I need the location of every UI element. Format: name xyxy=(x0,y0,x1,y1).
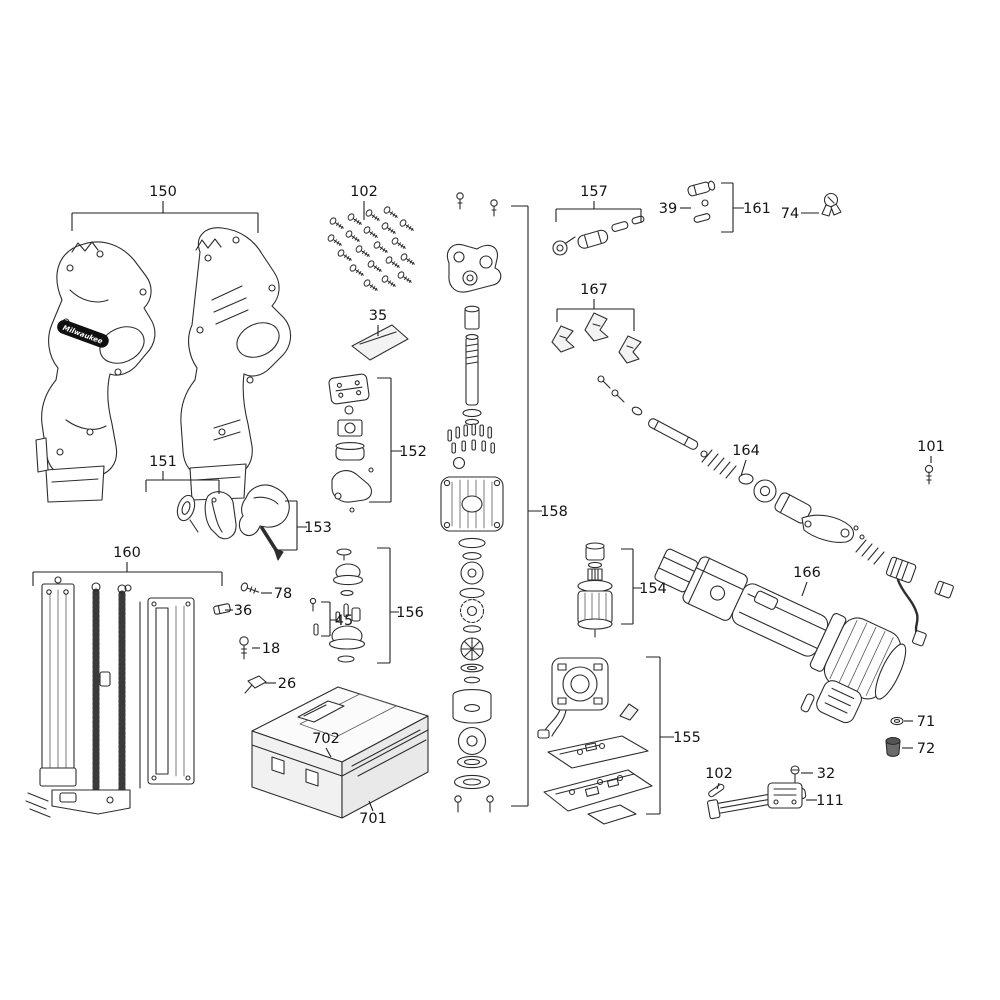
part-label-102-top: 102 xyxy=(350,184,378,200)
parts-column-152 xyxy=(328,373,374,513)
magazine-assembly-160 xyxy=(25,576,195,818)
callout-35: 35 xyxy=(369,308,387,336)
callout-102-top: 102 xyxy=(350,184,378,220)
callout-18: 18 xyxy=(252,641,280,657)
callout-150: 150 xyxy=(71,184,259,233)
screw-18 xyxy=(239,636,249,660)
part-label-36: 36 xyxy=(234,603,252,619)
clip-26 xyxy=(244,675,267,694)
callout-153: 153 xyxy=(279,500,332,551)
badge-background xyxy=(57,319,109,348)
callout-151: 151 xyxy=(145,454,220,494)
callout-160: 160 xyxy=(32,545,223,586)
callout-152: 152 xyxy=(369,377,427,503)
callout-74: 74 xyxy=(781,206,819,222)
callout-166: 166 xyxy=(793,565,821,597)
callout-102-bottom: 102 xyxy=(705,766,733,790)
part-label-152: 152 xyxy=(399,444,427,460)
part-label-71: 71 xyxy=(917,714,935,730)
callout-156: 156 xyxy=(377,547,424,664)
carry-case-701 xyxy=(251,686,429,819)
center-assembly-158 xyxy=(440,192,504,813)
part-label-161: 161 xyxy=(743,201,771,217)
shaft-assembly-164 xyxy=(597,375,954,647)
handle-parts-151 xyxy=(176,491,237,540)
part-label-35: 35 xyxy=(369,308,387,324)
fasteners-39-161 xyxy=(687,180,716,223)
callout-36: 36 xyxy=(225,603,252,619)
bolt-cluster-157 xyxy=(552,215,645,256)
part-label-102-bottom: 102 xyxy=(705,766,733,782)
callout-101: 101 xyxy=(917,439,945,463)
parts-column-156 xyxy=(328,548,366,663)
screw-101 xyxy=(924,464,934,485)
callout-167: 167 xyxy=(556,282,635,331)
callout-71: 71 xyxy=(904,714,935,730)
knob-74 xyxy=(821,192,842,217)
part-label-701: 701 xyxy=(359,811,387,827)
part-label-153: 153 xyxy=(304,520,332,536)
part-label-72: 72 xyxy=(917,741,935,757)
part-label-78: 78 xyxy=(274,586,292,602)
part-label-18: 18 xyxy=(262,641,280,657)
callout-72: 72 xyxy=(902,741,935,757)
part-label-166: 166 xyxy=(793,565,821,581)
part-label-157: 157 xyxy=(580,184,608,200)
callout-164: 164 xyxy=(732,443,760,477)
callout-154: 154 xyxy=(621,548,667,625)
part-label-702: 702 xyxy=(312,731,340,747)
housing-half-right xyxy=(180,227,292,501)
part-label-160: 160 xyxy=(113,545,141,561)
pin-102 xyxy=(708,783,725,798)
callout-32: 32 xyxy=(801,766,835,782)
armature-154 xyxy=(577,542,613,638)
part-label-158: 158 xyxy=(540,504,568,520)
part-label-26: 26 xyxy=(278,676,296,692)
screw-cluster-102 xyxy=(326,205,418,294)
clip-cluster-167 xyxy=(551,312,642,364)
tool-body-166 xyxy=(654,548,907,724)
screw-78 xyxy=(240,582,260,594)
depth-gauge-111 xyxy=(706,782,807,820)
clip-36 xyxy=(213,603,231,615)
grommet-72 xyxy=(885,737,901,757)
callout-161: 161 xyxy=(721,182,771,233)
callout-39: 39 xyxy=(659,201,691,217)
spring-pin-parts-45 xyxy=(309,597,319,636)
callout-158: 158 xyxy=(511,205,568,807)
part-label-164: 164 xyxy=(732,443,760,459)
part-label-155: 155 xyxy=(673,730,701,746)
electronics-155 xyxy=(537,657,653,825)
callout-702: 702 xyxy=(312,731,340,758)
callout-111: 111 xyxy=(806,793,844,809)
housing-half-left xyxy=(35,241,156,503)
screw-32 xyxy=(790,765,800,784)
callout-701: 701 xyxy=(359,800,387,827)
part-label-39: 39 xyxy=(659,201,677,217)
part-label-151: 151 xyxy=(149,454,177,470)
pin-below-tool xyxy=(800,693,815,713)
part-label-32: 32 xyxy=(817,766,835,782)
callout-157: 157 xyxy=(555,184,642,222)
callout-78: 78 xyxy=(261,586,292,602)
part-label-150: 150 xyxy=(149,184,177,200)
callout-155: 155 xyxy=(646,656,701,815)
part-label-74: 74 xyxy=(781,206,799,222)
part-label-45: 45 xyxy=(335,613,353,629)
part-label-101: 101 xyxy=(917,439,945,455)
washer-71 xyxy=(890,716,904,726)
wedge-part-35 xyxy=(351,324,409,361)
callout-26: 26 xyxy=(265,676,296,692)
callout-45: 45 xyxy=(321,601,353,637)
part-label-167: 167 xyxy=(580,282,608,298)
part-label-154: 154 xyxy=(639,581,667,597)
part-label-156: 156 xyxy=(396,605,424,621)
cap-part-153 xyxy=(238,484,290,561)
part-label-111: 111 xyxy=(816,793,844,809)
